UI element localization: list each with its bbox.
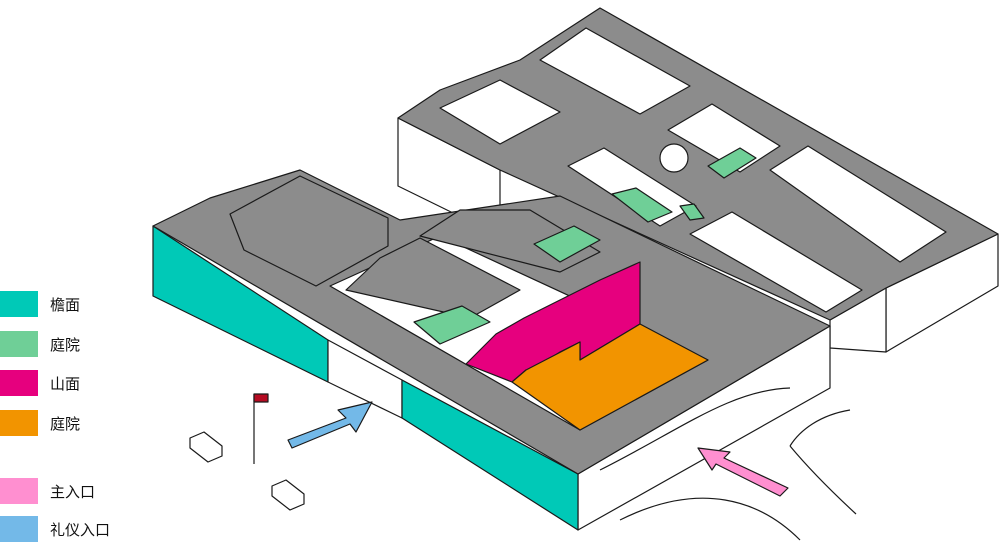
front-building [152, 169, 831, 531]
legend-label-main-entrance: 主入口 [50, 482, 96, 501]
road-curve-2 [619, 497, 801, 541]
legend-label-courtyard-green: 庭院 [50, 335, 81, 354]
legend-label-courtyard-orange: 庭院 [50, 414, 81, 433]
roads [599, 387, 857, 541]
road-curve-1 [599, 387, 791, 471]
flag-icon [253, 393, 269, 464]
legend-label-gable: 山面 [50, 374, 81, 393]
rear-courtyard-6 [689, 211, 863, 313]
legend-item-eaves: 檐面 [0, 290, 80, 318]
road-curve-4 [789, 445, 857, 515]
legend-item-main-entrance: 主入口 [0, 477, 95, 505]
front-inner-roof-1 [229, 175, 389, 287]
rear-green-courtyard-1 [707, 147, 757, 179]
small-block-2 [271, 479, 305, 511]
legend-label-eaves: 檐面 [50, 295, 81, 314]
orange-courtyard [511, 323, 709, 431]
legend-label-ceremonial-entrance: 礼仪入口 [50, 520, 111, 539]
rear-courtyard-1 [439, 79, 561, 145]
ceremonial-entrance-arrow [287, 401, 373, 449]
main-entrance-arrow [697, 447, 789, 497]
eaves-face-right [401, 379, 579, 531]
road-curve-3 [789, 409, 851, 447]
rear-building [397, 7, 999, 353]
swatch-gable [0, 370, 38, 396]
swatch-eaves [0, 291, 38, 317]
swatch-courtyard-green [0, 331, 38, 357]
swatch-courtyard-orange [0, 410, 38, 436]
legend-item-ceremonial-entrance: 礼仪入口 [0, 515, 110, 543]
rear-courtyard-4 [769, 145, 947, 263]
rear-green-courtyard-2 [611, 187, 673, 223]
legend-item-courtyard-green: 庭院 [0, 330, 80, 358]
swatch-ceremonial-entrance [0, 516, 38, 542]
swatch-main-entrance [0, 478, 38, 504]
dome [659, 143, 689, 173]
rear-green-courtyard-3 [679, 203, 705, 221]
small-block-1 [189, 431, 223, 463]
legend-item-courtyard-orange: 庭院 [0, 409, 80, 437]
rear-courtyard-2 [539, 27, 691, 115]
legend: 檐面 庭院 山面 庭院 主入口 礼仪入口 [0, 0, 160, 545]
front-green-courtyard-1 [413, 305, 491, 345]
legend-item-gable: 山面 [0, 369, 80, 397]
front-green-courtyard-2 [533, 225, 601, 263]
